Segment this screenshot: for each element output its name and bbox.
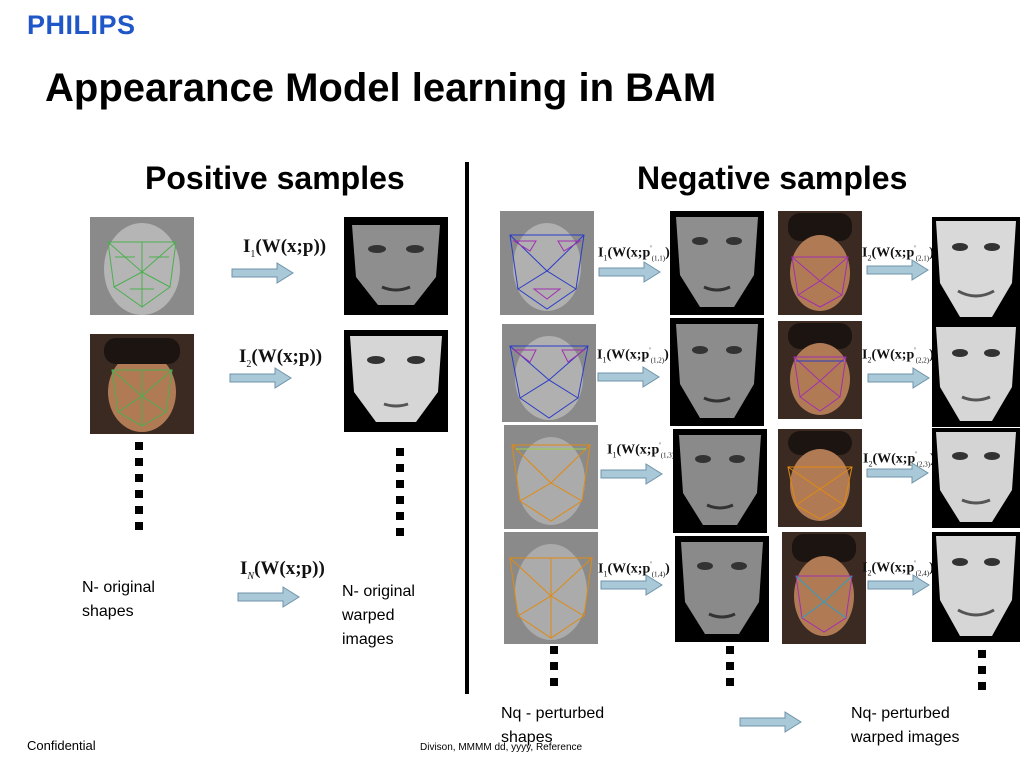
face-mesh-green [90, 334, 194, 434]
face-mesh-orange [504, 532, 598, 644]
warped-face [932, 217, 1020, 323]
caption-original-shapes: N- original shapes [82, 576, 155, 624]
warped-face [673, 429, 767, 533]
positive-formula-1: I1(W(x;p)) [243, 236, 326, 260]
arrow-icon [229, 367, 293, 389]
warped-face [344, 217, 448, 315]
negative-shape-image-1-1 [500, 211, 594, 315]
negative-formula-1-1: I1(W(x;p'(1,1)) [598, 244, 670, 262]
negative-shape-image-1-4 [504, 532, 598, 644]
negative-warped-image-2-4 [932, 532, 1020, 642]
arrow-icon [867, 367, 931, 389]
caption-perturbed-warped: Nq- perturbed warped images [851, 702, 960, 750]
arrow-icon [600, 574, 664, 596]
face-mesh-orange [778, 429, 862, 527]
arrow-icon [600, 463, 664, 485]
positive-samples-heading: Positive samples [145, 160, 405, 197]
positive-warped-image-2 [344, 330, 448, 432]
positive-formula-n: IN(W(x;p)) [240, 558, 325, 582]
arrow-icon [597, 366, 661, 388]
negative-formula-1-3: I1(W(x;p'(1,3)) [607, 441, 679, 459]
face-mesh-purple [782, 532, 866, 644]
negative-warped-image-1-2 [670, 318, 764, 426]
arrow-icon [237, 586, 301, 608]
philips-logo: PHILIPS [27, 10, 136, 41]
ellipsis-dots [396, 448, 404, 544]
negative-shape-image-2-1 [778, 211, 862, 315]
positive-shape-image-2 [90, 334, 194, 434]
ellipsis-dots [726, 646, 734, 694]
ellipsis-dots [135, 442, 143, 538]
negative-warped-image-2-1 [932, 217, 1020, 323]
arrow-icon [867, 574, 931, 596]
negative-shape-image-2-4 [782, 532, 866, 644]
warped-face [670, 318, 764, 426]
negative-shape-image-2-2 [778, 321, 862, 419]
warped-face [675, 536, 769, 642]
negative-warped-image-2-3 [932, 428, 1020, 528]
face-mesh-purple [778, 211, 862, 315]
negative-warped-image-1-3 [673, 429, 767, 533]
footer-confidential: Confidential [27, 738, 96, 753]
positive-warped-image-1 [344, 217, 448, 315]
positive-shape-image-1 [90, 217, 194, 315]
warped-face [932, 428, 1020, 528]
arrow-icon [866, 259, 930, 281]
negative-shape-image-1-2 [502, 324, 596, 422]
ellipsis-dots [550, 646, 558, 694]
caption-original-warped: N- original warped images [342, 580, 415, 652]
face-mesh-purple [778, 321, 862, 419]
negative-warped-image-1-4 [675, 536, 769, 642]
negative-warped-image-1-1 [670, 211, 764, 315]
warped-face [670, 211, 764, 315]
warped-face [932, 323, 1020, 427]
warped-face [344, 330, 448, 432]
negative-shape-image-2-3 [778, 429, 862, 527]
slide-title: Appearance Model learning in BAM [45, 66, 716, 111]
face-mesh-orange [504, 425, 598, 529]
face-mesh-blue [502, 324, 596, 422]
negative-warped-image-2-2 [932, 323, 1020, 427]
footer-reference: Divison, MMMM dd, yyyy, Reference [420, 742, 582, 753]
arrow-icon [866, 462, 930, 484]
negative-formula-1-2: I1(W(x;p'(1,2)) [597, 346, 669, 364]
face-mesh-green [90, 217, 194, 315]
column-divider [465, 162, 469, 694]
arrow-icon [231, 262, 295, 284]
warped-face [932, 532, 1020, 642]
face-mesh-blue [500, 211, 594, 315]
arrow-icon [739, 711, 803, 733]
negative-shape-image-1-3 [504, 425, 598, 529]
ellipsis-dots [978, 650, 986, 698]
negative-formula-2-2: I2(W(x;p'(2,2)) [862, 346, 934, 364]
negative-samples-heading: Negative samples [637, 160, 907, 197]
arrow-icon [598, 261, 662, 283]
